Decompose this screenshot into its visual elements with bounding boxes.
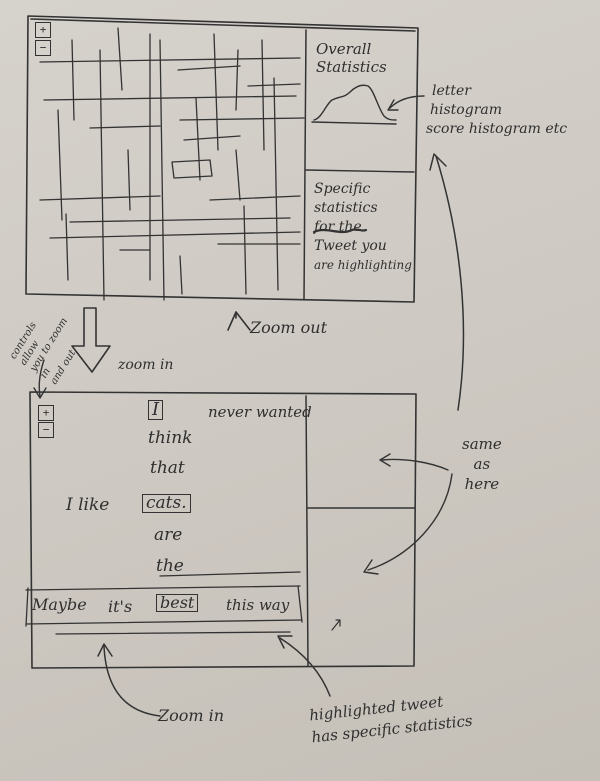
- tweet-word-highlighted[interactable]: best: [156, 594, 199, 612]
- tweet-word[interactable]: I like: [66, 495, 110, 515]
- zoom-in-bottom-arrow: [97, 643, 161, 717]
- tweet-word[interactable]: Maybe: [32, 595, 87, 614]
- top-sidebar-divider: [303, 29, 307, 301]
- corner-tick: [331, 619, 341, 631]
- scribble-mark: [312, 228, 368, 234]
- top-zoom-in-button[interactable]: +: [35, 22, 51, 38]
- zoom-in-bottom-label: Zoom in: [158, 706, 225, 725]
- same-as-here-arrows: [363, 453, 453, 575]
- top-zoom-out-button[interactable]: −: [35, 40, 51, 56]
- tweet-word[interactable]: think: [148, 428, 193, 448]
- tweet-word[interactable]: this way: [226, 596, 290, 614]
- zoom-out-arrow: [227, 311, 251, 331]
- tweet-word[interactable]: it's: [108, 597, 133, 616]
- zoom-in-arrow-label: zoom in: [118, 357, 174, 373]
- zoom-in-big-arrow: [71, 307, 111, 373]
- histogram-annotation: letter histogram score histogram etc: [426, 83, 568, 137]
- tweet-word[interactable]: that: [150, 458, 185, 478]
- tweet-word-highlighted[interactable]: I: [148, 400, 164, 420]
- specific-statistics-panel: Specific statistics for the Tweet you ar…: [314, 181, 412, 272]
- same-as-here-annotation: same as here: [462, 435, 502, 493]
- bottom-zoom-in-button[interactable]: +: [38, 405, 54, 421]
- tweet-word[interactable]: never wanted: [208, 403, 312, 421]
- zoom-out-label: Zoom out: [250, 318, 328, 337]
- tweet-layout-lines: [39, 27, 305, 301]
- highlighted-arrow: [277, 635, 331, 697]
- overall-statistics-title: Overall Statistics: [316, 40, 387, 76]
- histogram-sketch: [311, 84, 397, 125]
- same-as-here-up-arrow: [429, 153, 465, 411]
- bottom-panel-frame: [29, 391, 417, 669]
- histogram-arrow: [387, 95, 425, 111]
- highlighted-tweet-box: [25, 571, 303, 635]
- bottom-sidebar-divider: [305, 395, 309, 667]
- bottom-zoom-out-button[interactable]: −: [38, 422, 54, 438]
- top-panel-frame: [25, 15, 419, 303]
- top-sidebar-split: [305, 169, 415, 173]
- tweet-word[interactable]: are: [154, 525, 183, 545]
- tweet-word-highlighted[interactable]: cats.: [142, 494, 191, 513]
- tweet-word[interactable]: the: [156, 556, 184, 576]
